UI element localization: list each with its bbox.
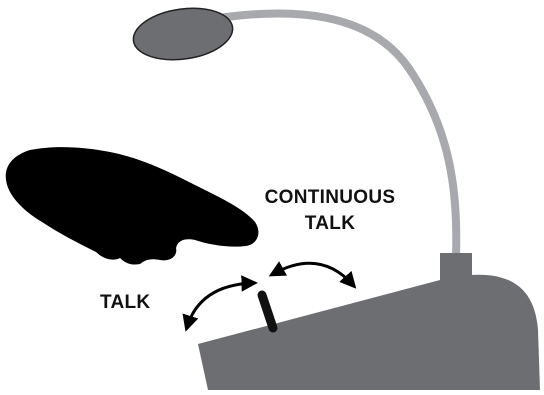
pointing-hand-icon — [6, 147, 259, 264]
microphone-base-icon — [198, 275, 540, 390]
continuous-talk-label-line1: CONTINUOUS — [255, 185, 405, 211]
continuous-talk-label: CONTINUOUS TALK — [255, 185, 405, 237]
microphone-head-icon — [130, 2, 236, 65]
push-to-talk-lever-icon — [262, 295, 273, 328]
double-arrow-right-icon — [273, 263, 353, 285]
continuous-talk-label-line2: TALK — [255, 211, 405, 237]
double-arrow-left-icon — [187, 283, 253, 327]
talk-label: TALK — [100, 292, 150, 314]
